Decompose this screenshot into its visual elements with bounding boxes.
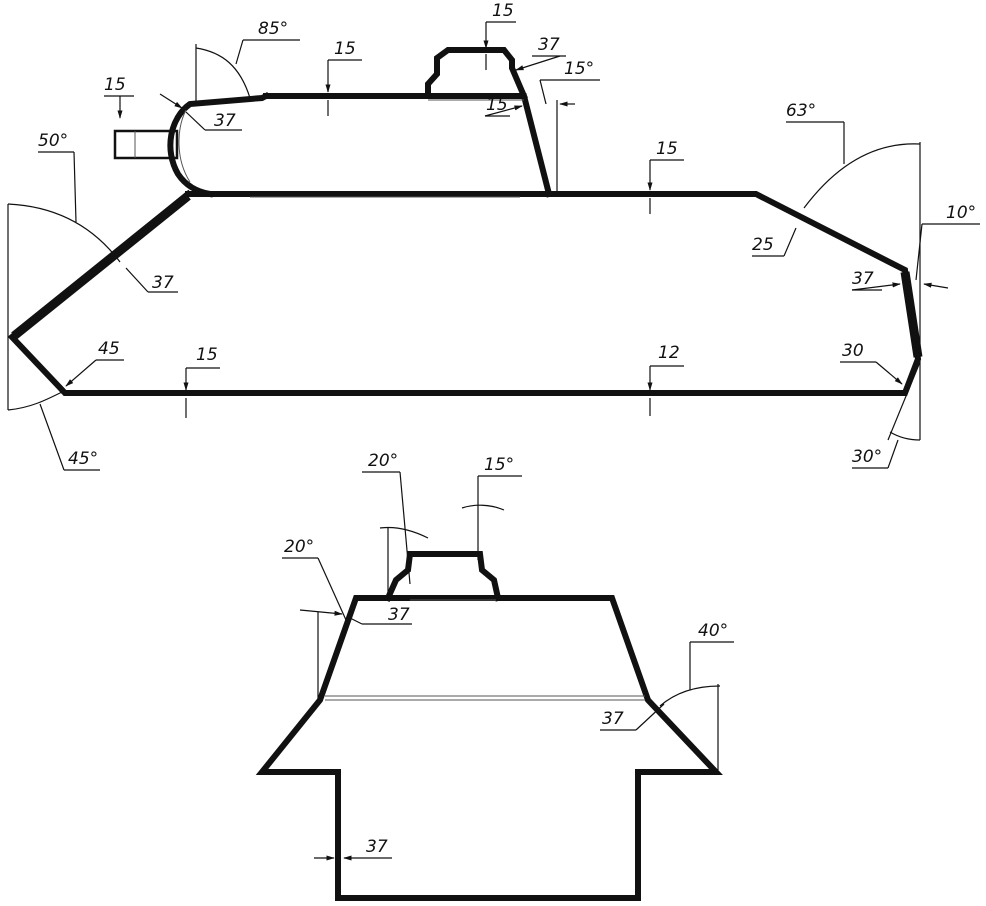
label-top-20-deg: 20° xyxy=(368,451,398,471)
gun-barrel xyxy=(113,129,179,160)
label-rear-37: 37 xyxy=(852,269,874,289)
label-mantlet-37: 37 xyxy=(214,111,236,131)
front-view: 20° 15° 20° 37 40° 37 37 xyxy=(255,451,734,901)
label-30-deg: 30° xyxy=(852,447,882,467)
label-glacis-50-deg: 50° xyxy=(38,131,68,151)
hull-side-outline xyxy=(7,189,923,396)
label-lower-45: 45 xyxy=(98,339,120,359)
label-turret-rear-15: 15 xyxy=(486,95,508,115)
label-belly-12: 12 xyxy=(658,343,680,363)
label-63-deg: 63° xyxy=(786,101,816,121)
label-rear-30: 30 xyxy=(842,341,864,361)
side-dimension-lines xyxy=(7,21,980,471)
label-cupola-37: 37 xyxy=(538,35,560,55)
front-dimension-lines xyxy=(282,471,734,861)
label-40-deg: 40° xyxy=(698,621,728,641)
label-side-37: 37 xyxy=(366,837,388,857)
label-rear-15-deg: 15° xyxy=(564,59,594,79)
label-10-deg: 10° xyxy=(946,203,976,223)
label-85-deg: 85° xyxy=(258,19,288,39)
label-cupola-top-15: 15 xyxy=(492,1,514,21)
label-sponson-37: 37 xyxy=(602,709,624,729)
label-glacis-37: 37 xyxy=(152,273,174,293)
turret-side-outline xyxy=(113,47,553,198)
label-deck-15: 15 xyxy=(656,139,678,159)
label-roof-15: 15 xyxy=(334,39,356,59)
label-mantlet-15: 15 xyxy=(104,75,126,95)
front-hull-outline xyxy=(255,551,723,901)
side-view: 85° 15 15 37 15° 15 15 37 63° 15 50° 37 … xyxy=(7,1,980,471)
label-left-20-deg: 20° xyxy=(284,537,314,557)
label-turret-37: 37 xyxy=(388,605,410,625)
label-45-deg: 45° xyxy=(68,449,98,469)
label-belly-15: 15 xyxy=(196,345,218,365)
front-dimension-labels: 20° 15° 20° 37 40° 37 37 xyxy=(284,451,728,857)
label-rear-25: 25 xyxy=(752,235,774,255)
label-top-15-deg: 15° xyxy=(484,455,514,475)
side-dimension-labels: 85° 15 15 37 15° 15 15 37 63° 15 50° 37 … xyxy=(38,1,976,469)
